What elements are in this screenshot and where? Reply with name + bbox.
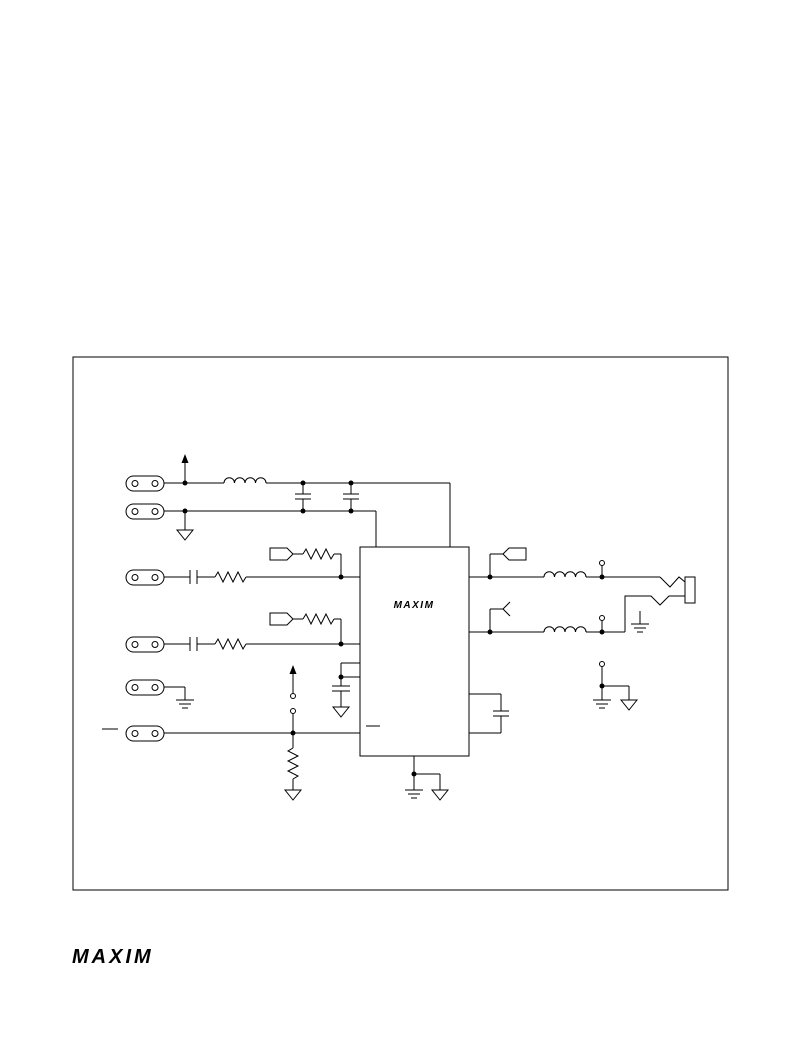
- pull-down-ground-symbol: [283, 789, 303, 801]
- supply-arrow: [181, 454, 189, 483]
- amplifier-ic: [359, 546, 470, 757]
- decoupling-capacitor-2: [343, 483, 359, 511]
- feedback-tag-2: [269, 612, 294, 626]
- ground-jack: [125, 679, 165, 696]
- input-jack-2: [125, 636, 165, 653]
- jack-earth-ground-symbol: [631, 623, 649, 633]
- output-feedback-tag-2: [502, 601, 511, 617]
- output-earth-ground-symbol: [593, 699, 611, 709]
- maxim-logo: MAXIM: [72, 946, 154, 968]
- input-jack-1: [125, 569, 165, 586]
- output-inductor-2: [543, 626, 587, 633]
- input-capacitor-2: [189, 637, 198, 651]
- headphone-jack: [624, 576, 696, 632]
- pull-down-resistor: [286, 747, 300, 780]
- decoupling-capacitor-1: [295, 483, 311, 511]
- ic-ground-triangle-symbol: [430, 789, 450, 801]
- output-ground-triangle-symbol: [619, 699, 639, 711]
- feedback-resistor-1: [302, 547, 335, 561]
- feedback-resistor-2: [302, 612, 335, 626]
- ground-input-jack: [125, 503, 165, 520]
- power-input-jack: [125, 475, 165, 492]
- input-capacitor-1: [189, 570, 198, 584]
- earth-ground-symbol: [176, 699, 194, 709]
- feedback-tag-1: [269, 547, 294, 561]
- input-resistor-1: [214, 570, 247, 584]
- bias-capacitor: [331, 685, 351, 718]
- charge-pump-capacitor: [493, 710, 509, 717]
- ic-earth-ground-symbol: [405, 789, 423, 799]
- output-inductor-1: [543, 571, 587, 578]
- chip-logo: MAXIM: [394, 600, 435, 611]
- output-test-point-1: [599, 560, 605, 566]
- output-ground-test-point: [599, 661, 605, 667]
- shutdown-jumper: [289, 665, 297, 733]
- supply-inductor: [223, 477, 267, 484]
- shutdown-jack: [125, 725, 165, 742]
- output-feedback-tag-1: [502, 547, 527, 561]
- ground-triangle-symbol: [175, 529, 195, 541]
- schematic-frame: [72, 356, 729, 891]
- input-resistor-2: [214, 637, 247, 651]
- output-test-point-2: [599, 615, 605, 621]
